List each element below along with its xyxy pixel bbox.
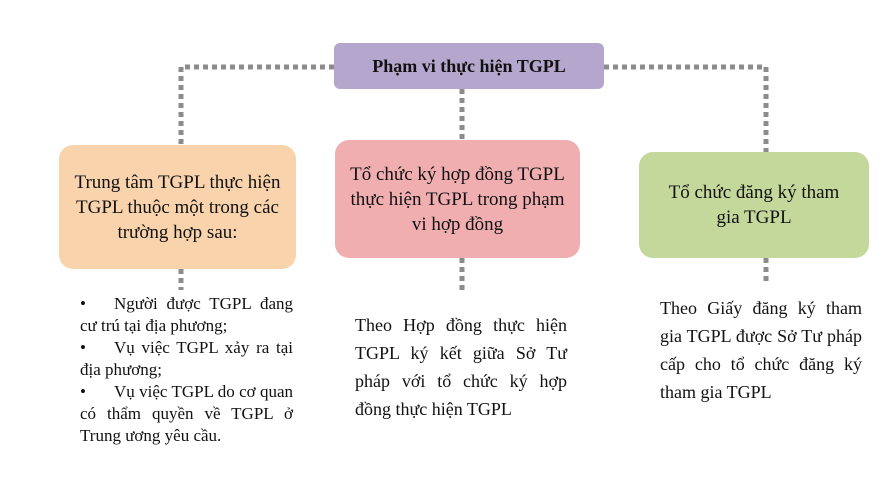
branch-node-registered: Tổ chức đăng ký tham gia TGPL xyxy=(639,152,869,258)
list-item: •Vụ việc TGPL xảy ra tại địa phương; xyxy=(80,338,293,379)
bullet-dot-icon: • xyxy=(80,338,86,357)
root-node: Phạm vi thực hiện TGPL xyxy=(334,43,604,89)
branch-title-center: Trung tâm TGPL thực hiện TGPL thuộc một … xyxy=(74,171,281,243)
center-cases-list: •Người được TGPL đang cư trú tại địa phư… xyxy=(80,293,293,447)
root-label: Phạm vi thực hiện TGPL xyxy=(372,55,566,76)
branch-node-contract: Tổ chức ký hợp đồng TGPL thực hiện TGPL … xyxy=(335,140,580,258)
contract-description: Theo Hợp đồng thực hiện TGPL ký kết giữa… xyxy=(355,315,567,419)
branch-title-registered: Tổ chức đăng ký tham gia TGPL xyxy=(668,182,840,228)
branch-title-contract: Tổ chức ký hợp đồng TGPL thực hiện TGPL … xyxy=(350,163,565,235)
registered-description: Theo Giấy đăng ký tham gia TGPL được Sở … xyxy=(660,298,862,402)
bullet-dot-icon: • xyxy=(80,382,86,401)
bullet-dot-icon: • xyxy=(80,294,86,313)
list-item: •Vụ việc TGPL do cơ quan có thẩm quyền v… xyxy=(80,382,293,445)
branch-node-center: Trung tâm TGPL thực hiện TGPL thuộc một … xyxy=(59,145,296,269)
list-item: •Người được TGPL đang cư trú tại địa phư… xyxy=(80,294,293,335)
